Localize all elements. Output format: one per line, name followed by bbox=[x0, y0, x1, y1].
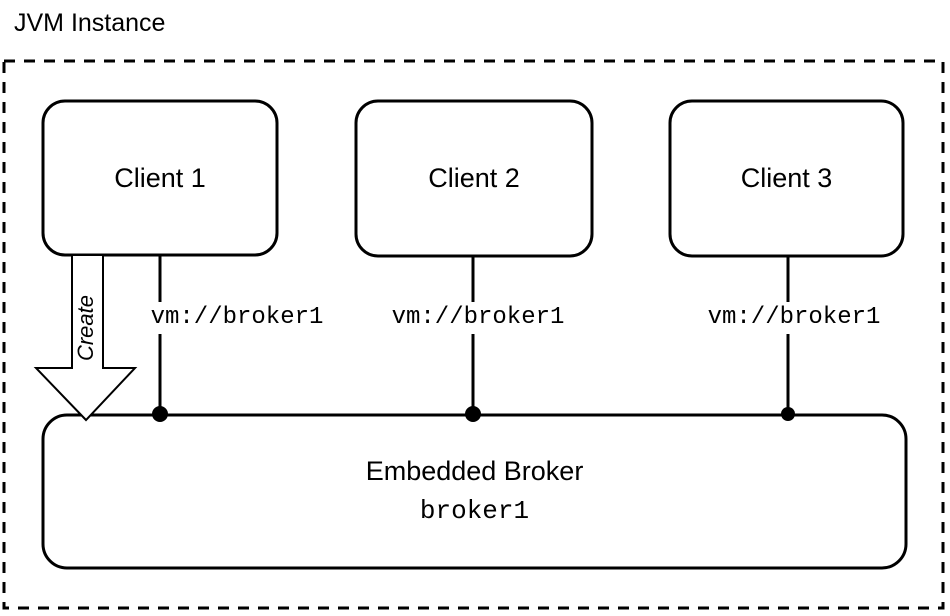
client-label-3: Client 3 bbox=[740, 163, 833, 193]
connection-label-1: vm://broker1 bbox=[129, 302, 345, 334]
client-label-2: Client 2 bbox=[428, 163, 520, 193]
connection-dot-2 bbox=[465, 406, 481, 422]
connection-label-3: vm://broker1 bbox=[686, 302, 902, 334]
connection-label-2: vm://broker1 bbox=[370, 302, 586, 334]
create-arrow-label: Create bbox=[73, 294, 98, 362]
connection-dot-3 bbox=[781, 407, 795, 421]
jvm-instance-container bbox=[2, 59, 945, 610]
connection-dot-1 bbox=[152, 406, 168, 422]
broker-title: Embedded Broker bbox=[365, 456, 584, 486]
create-arrow bbox=[33, 254, 138, 422]
embedded-broker-box[interactable] bbox=[41, 413, 908, 570]
client-label-1: Client 1 bbox=[114, 163, 206, 193]
page-title: JVM Instance bbox=[14, 9, 166, 37]
broker-name: broker1 bbox=[419, 496, 530, 526]
